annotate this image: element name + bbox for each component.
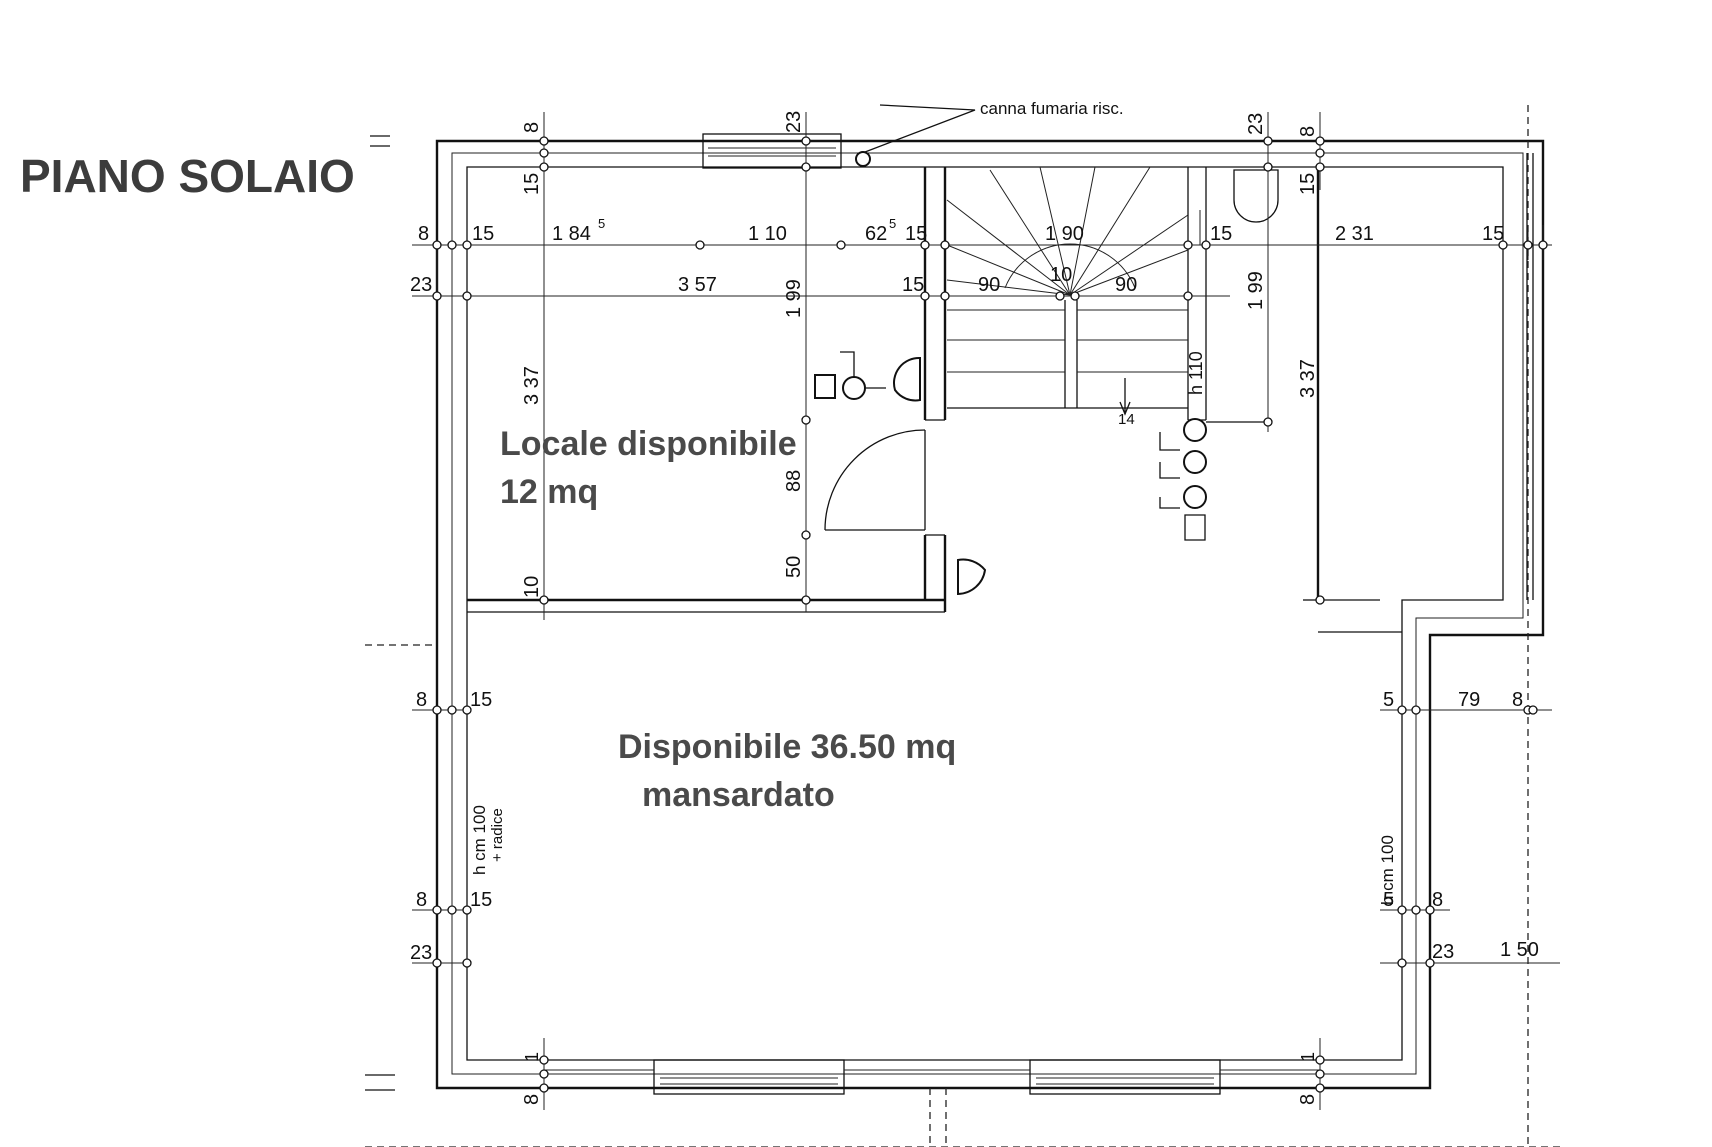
annotations: canna fumaria risc. h cm 100 + radice h … (470, 99, 1397, 905)
dim-top-15-right: 15 (1297, 173, 1319, 195)
dim-row1-231: 2 31 (1335, 223, 1374, 245)
dim-top-23-mid: 23 (783, 111, 805, 133)
dim-left-23: 23 (410, 942, 432, 964)
fixtures (814, 169, 1279, 596)
dim-row2-15: 15 (902, 274, 924, 296)
dim-left-15a: 15 (470, 689, 492, 711)
dim-left-8a: 8 (416, 689, 427, 711)
dimension-ticks (432, 136, 1548, 1093)
dim-v-88: 88 (783, 470, 805, 492)
dim-row1-62-sup: 5 (889, 216, 896, 231)
bottom-windows (544, 1059, 1320, 1095)
stair-height-label: h 110 (1186, 351, 1206, 395)
dim-row1-190: 1 90 (1045, 223, 1084, 245)
dim-right-8b: 8 (1432, 889, 1443, 911)
door-locale (824, 429, 926, 531)
dim-left-8b: 8 (416, 889, 427, 911)
dim-v-337-left: 3 37 (521, 366, 543, 405)
room-label-locale: Locale disponibile (500, 425, 797, 463)
outer-walls (435, 139, 1545, 1090)
dim-v-337-right: 3 37 (1297, 359, 1319, 398)
dim-bot-8-right: 8 (1297, 1094, 1319, 1105)
dim-v-50: 50 (783, 556, 805, 578)
dim-row2-357: 3 57 (678, 274, 717, 296)
boundary-dashes (365, 105, 1560, 1147)
dim-top-23-right: 23 (1245, 113, 1267, 135)
dim-bot-1-left: 1 (522, 1052, 542, 1062)
dim-right-8a: 8 (1512, 689, 1523, 711)
dim-top-15-left: 15 (521, 173, 543, 195)
flue-label: canna fumaria risc. (980, 99, 1124, 118)
room-labels: Locale disponibile 12 mq Disponibile 36.… (500, 425, 956, 814)
dim-bot-1-right: 1 (1298, 1052, 1318, 1062)
height-left-label: h cm 100 (470, 805, 489, 875)
dim-row2-90a: 90 (978, 274, 1000, 296)
dim-row2-10: 10 (1050, 264, 1072, 286)
room-label-locale-area: 12 mq (500, 473, 598, 511)
height-right-label: h cm 100 (1378, 835, 1397, 905)
room-label-disponibile: Disponibile 36.50 mq (618, 728, 956, 766)
top-window (702, 133, 871, 169)
dim-row1-15b: 15 (905, 223, 927, 245)
room-label-mansardato: mansardato (642, 776, 835, 814)
dim-row1-15a: 15 (472, 223, 494, 245)
height-left-label-2: + radice (489, 808, 506, 862)
dim-v-199-right: 1 99 (1245, 271, 1267, 310)
dim-top-8-left: 8 (521, 122, 543, 133)
dim-right-79: 79 (1458, 689, 1480, 711)
interior-partitions (467, 167, 1402, 633)
dim-v-10: 10 (521, 576, 543, 598)
stair-steps-label: 14 (1118, 411, 1135, 428)
dim-row1-15c: 15 (1210, 223, 1232, 245)
dim-row1-184-sup: 5 (598, 216, 605, 231)
dim-row1-110: 1 10 (748, 223, 787, 245)
dim-row1-8: 8 (418, 223, 429, 245)
plan-title: PIANO SOLAIO (20, 150, 355, 202)
dim-row1-15d: 15 (1482, 223, 1504, 245)
dim-right-23: 23 (1432, 941, 1454, 963)
dim-top-8-right: 8 (1297, 126, 1319, 137)
dimension-lines (412, 104, 1560, 1110)
dim-row2-90b: 90 (1115, 274, 1137, 296)
dim-left-15b: 15 (470, 889, 492, 911)
dim-v-199-mid: 1 99 (783, 279, 805, 318)
dimension-labels: 8 15 23 23 8 15 8 15 1 84 5 1 10 62 5 15… (410, 111, 1539, 1105)
dim-row2-23: 23 (410, 274, 432, 296)
spiral-stair (946, 166, 1189, 416)
dim-right-5a: 5 (1383, 689, 1394, 711)
dim-right-5b: 5 (1383, 889, 1394, 911)
dim-right-150: 1 50 (1500, 939, 1539, 961)
dim-bot-8-left: 8 (521, 1094, 543, 1105)
dim-row1-184: 1 84 (552, 223, 591, 245)
dim-row1-62: 62 (865, 223, 887, 245)
